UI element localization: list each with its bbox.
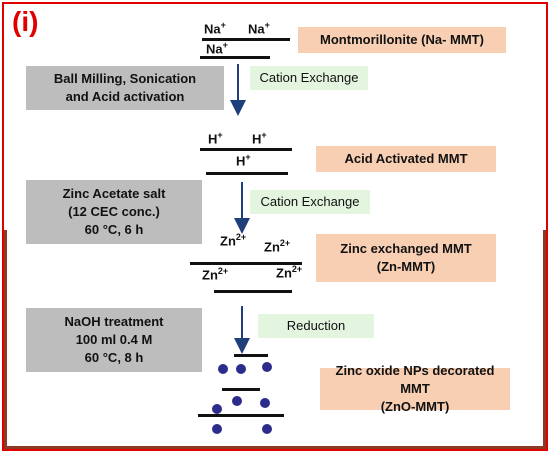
process-label-step-2: Cation Exchange — [250, 190, 370, 214]
product-label-zno-mmt: Zinc oxide NPs decorated MMT(ZnO-MMT) — [320, 363, 510, 414]
zno-nanoparticle — [212, 404, 222, 414]
clay-layer — [234, 354, 268, 357]
clay-layer — [200, 56, 270, 59]
clay-layer — [202, 38, 290, 41]
ion-label: Zn2+ — [264, 238, 291, 255]
zno-nanoparticle — [236, 364, 246, 374]
process-label-step-1: Cation Exchange — [250, 66, 368, 90]
ion-label: H+ — [236, 152, 251, 169]
ion-label: Zn2+ — [220, 232, 247, 249]
clay-layer — [198, 414, 284, 417]
condition-box-step-2: Zinc Acetate salt(12 CEC conc.)60 °C, 6 … — [26, 180, 202, 244]
ion-label: H+ — [208, 130, 223, 147]
process-label-step-3: Reduction — [258, 314, 374, 338]
lower-frame-section — [4, 230, 546, 449]
clay-layer — [200, 148, 292, 151]
product-label-na-mmt: Montmorillonite (Na- MMT) — [298, 27, 506, 53]
ion-label: Zn2+ — [202, 266, 229, 283]
ion-label: Na+ — [206, 40, 228, 57]
zno-nanoparticle — [262, 424, 272, 434]
zno-nanoparticle — [262, 362, 272, 372]
product-label-acid-mmt: Acid Activated MMT — [316, 146, 496, 172]
ion-label: H+ — [252, 130, 267, 147]
product-label-zn-mmt: Zinc exchanged MMT(Zn-MMT) — [316, 234, 496, 282]
zno-nanoparticle — [218, 364, 228, 374]
clay-layer — [190, 262, 302, 265]
clay-layer — [222, 388, 260, 391]
clay-layer — [214, 290, 292, 293]
zno-nanoparticle — [260, 398, 270, 408]
panel-label: (i) — [12, 6, 39, 37]
clay-layer — [206, 172, 288, 175]
ion-label: Na+ — [204, 20, 226, 37]
ion-label: Na+ — [248, 20, 270, 37]
zno-nanoparticle — [232, 396, 242, 406]
zno-nanoparticle — [212, 424, 222, 434]
ion-label: Zn2+ — [276, 264, 303, 281]
